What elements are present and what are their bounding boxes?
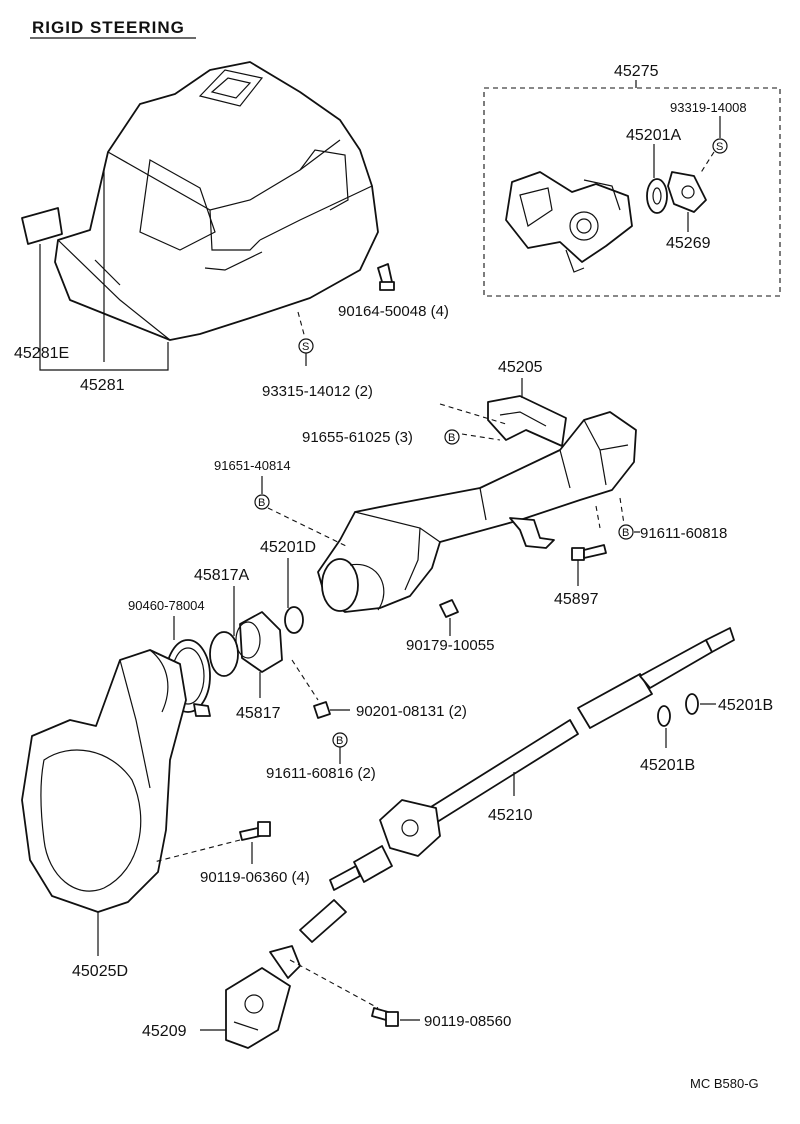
label-91611-60816: 91611-60816 (2)	[266, 765, 376, 782]
snap-ring-45201D	[284, 606, 304, 634]
bearing-45817	[235, 611, 283, 673]
drawing-code: MC B580-G	[690, 1076, 759, 1091]
washer-90201-08131	[313, 701, 331, 719]
label-45281E: 45281E	[14, 345, 69, 362]
o-ring-45817A	[209, 631, 239, 677]
label-90119-06360: 90119-06360 (4)	[200, 869, 310, 886]
label-45817: 45817	[236, 705, 281, 722]
label-45897: 45897	[554, 591, 599, 608]
label-90201-08131: 90201-08131 (2)	[356, 703, 467, 720]
bolt-45897	[571, 544, 607, 561]
retainer-45269	[667, 171, 707, 213]
svg-text:B: B	[622, 527, 629, 539]
box-45275-assembly	[483, 87, 781, 297]
label-45210: 45210	[488, 807, 533, 824]
label-91655-61025: 91655-61025 (3)	[302, 429, 413, 446]
label-45269: 45269	[666, 235, 711, 252]
label-90179-10055: 90179-10055	[406, 637, 494, 654]
universal-joint-45209	[225, 945, 301, 1049]
label-45201D: 45201D	[260, 539, 316, 556]
column-tube-45205	[317, 395, 637, 613]
bolt-90119-08560	[371, 1007, 399, 1027]
trim-piece-45281E	[21, 207, 63, 245]
bolt-90119-06360	[239, 821, 271, 841]
label-91651-40814: 91651-40814	[214, 458, 291, 473]
snap-ring-45201B-right	[685, 693, 699, 715]
bearing-45201A	[646, 178, 668, 214]
label-45201A: 45201A	[626, 127, 681, 144]
label-45275: 45275	[614, 63, 659, 80]
svg-text:B: B	[258, 497, 265, 509]
nut-90179-10055	[439, 599, 459, 618]
label-90460-78004: 90460-78004	[128, 598, 205, 613]
label-90164-50048: 90164-50048 (4)	[338, 303, 449, 320]
svg-text:B: B	[336, 735, 343, 747]
label-90119-08560: 90119-08560	[424, 1013, 511, 1030]
main-shaft-45210	[409, 627, 735, 835]
label-45201B-right: 45201B	[718, 697, 773, 714]
svg-text:B: B	[448, 432, 455, 444]
label-91611-60818: 91611-60818	[640, 525, 727, 542]
label-45205: 45205	[498, 359, 543, 376]
steering-lock-housing	[505, 171, 633, 273]
intermediate-shaft-upper	[329, 865, 361, 891]
symbol-b-91651	[254, 494, 270, 510]
svg-text:S: S	[302, 341, 309, 353]
column-hole-cover-45025D	[21, 649, 187, 913]
label-93319-14008: 93319-14008	[670, 100, 747, 115]
label-45025D: 45025D	[72, 963, 128, 980]
label-93315-14012: 93315-14012 (2)	[262, 383, 373, 400]
column-cover-45281	[54, 61, 379, 341]
symbol-b-91655	[444, 429, 460, 445]
intermediate-shaft-lower	[299, 899, 347, 943]
label-45209: 45209	[142, 1023, 187, 1040]
label-45281: 45281	[80, 377, 125, 394]
screw-90164-50048	[377, 263, 395, 291]
symbol-b-91611-60818	[618, 524, 634, 540]
universal-joint-upper	[353, 799, 441, 883]
dashed-line-93315	[297, 311, 306, 339]
diagram-title: RIGID STEERING	[32, 18, 185, 37]
label-45201B-left: 45201B	[640, 757, 695, 774]
label-45817A: 45817A	[194, 567, 249, 584]
svg-text:S: S	[716, 141, 723, 153]
symbol-s-93319	[712, 138, 728, 154]
leader-45281E	[39, 244, 169, 371]
snap-ring-45201B-left	[657, 705, 671, 727]
